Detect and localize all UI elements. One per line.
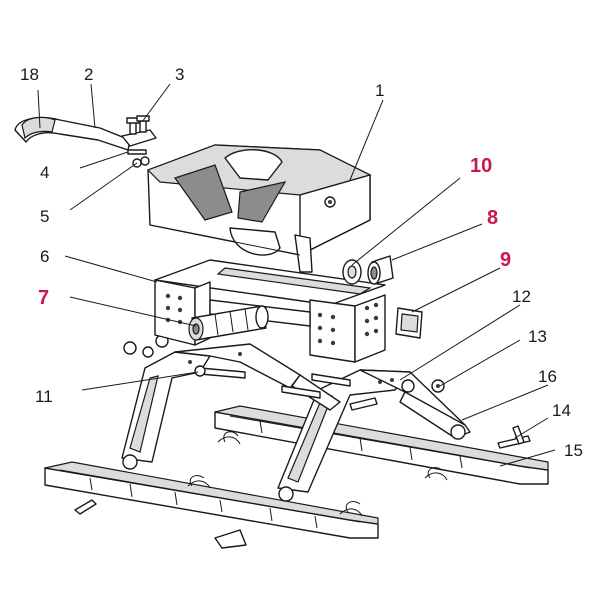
callout-14: 14 — [552, 401, 571, 420]
bolts-3 — [126, 115, 150, 135]
callout-9: 9 — [500, 249, 511, 271]
nut-5 — [132, 156, 150, 168]
callout-labels: 1 2 3 4 5 6 7 8 9 10 11 12 13 14 15 16 1… — [20, 65, 583, 460]
callout-6: 6 — [40, 247, 49, 266]
callout-8: 8 — [487, 207, 498, 229]
hitch-head-1 — [146, 144, 372, 273]
callout-13: 13 — [528, 327, 547, 346]
callout-18: 18 — [20, 65, 39, 84]
nut-13 — [431, 379, 445, 393]
callout-5: 5 — [40, 207, 49, 226]
callout-3: 3 — [175, 65, 184, 84]
callout-2: 2 — [84, 65, 93, 84]
front-base-rail — [44, 461, 379, 549]
bushing-10 — [342, 259, 362, 285]
callout-16: 16 — [538, 367, 557, 386]
frame-6 — [154, 259, 386, 363]
callout-7: 7 — [38, 287, 49, 309]
callout-15: 15 — [564, 441, 583, 460]
washers-left — [123, 334, 169, 358]
left-leg — [121, 343, 301, 470]
bolt-11 — [194, 365, 351, 399]
callout-1: 1 — [375, 81, 384, 100]
callout-11: 11 — [35, 387, 53, 406]
sleeve-8 — [367, 255, 394, 285]
callout-12: 12 — [512, 287, 531, 306]
pin-14 — [497, 425, 531, 449]
leader-lines — [37, 83, 556, 467]
clip-pins — [189, 397, 443, 513]
callout-10: 10 — [470, 155, 492, 177]
bracket-9 — [395, 307, 423, 339]
callout-4: 4 — [40, 163, 49, 182]
pin-4 — [127, 149, 147, 155]
pivot-shaft-7 — [188, 305, 269, 341]
